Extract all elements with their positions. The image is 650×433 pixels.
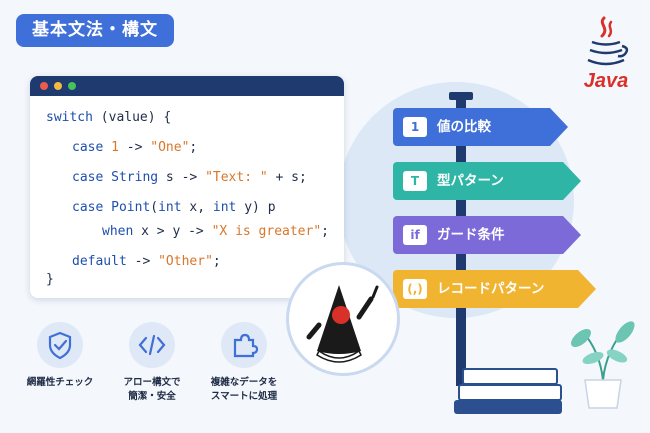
- code-token: ;: [189, 140, 198, 155]
- code-token: + s;: [267, 170, 307, 185]
- code-token: 1: [111, 140, 119, 155]
- sign-label: ガード条件: [437, 227, 505, 243]
- sign-tag: (,): [403, 279, 427, 299]
- book-top: [462, 368, 558, 385]
- code-token: [103, 140, 111, 155]
- coffee-cup-icon: [587, 16, 629, 66]
- code-token: x,: [181, 200, 213, 215]
- page-title: 基本文法・構文: [16, 14, 174, 47]
- code-token: default: [72, 254, 127, 269]
- signpost-sign: if ガード条件: [393, 216, 581, 254]
- sign-label: 型パターン: [437, 173, 504, 189]
- code-token: String: [111, 170, 159, 185]
- code-brackets-icon: [129, 322, 175, 368]
- code-line: }: [46, 272, 54, 287]
- code-line: when x > y -> "X is greater";: [102, 224, 329, 239]
- feature-label: アロー構文で簡潔・安全: [102, 376, 202, 404]
- book-middle: [458, 384, 562, 401]
- sign-label: レコードパターン: [437, 281, 545, 297]
- code-token: case: [72, 170, 104, 185]
- code-token: [103, 200, 111, 215]
- shield-check-icon: [37, 322, 83, 368]
- code-token: [103, 170, 111, 185]
- feature-label: 網羅性チェック: [10, 376, 110, 390]
- sign-label: 値の比較: [437, 119, 491, 135]
- sign-tag: 1: [403, 117, 427, 137]
- signpost-sign: T 型パターン: [393, 162, 581, 200]
- code-token: x > y ->: [133, 224, 212, 239]
- code-window-titlebar: [30, 76, 344, 96]
- book-bottom: [454, 400, 562, 414]
- code-token: ;: [321, 224, 329, 239]
- code-token: (value) {: [92, 110, 172, 125]
- signpost-cap: [449, 92, 473, 100]
- code-token: (: [150, 200, 159, 215]
- plant-decoration: [565, 302, 641, 412]
- code-token: ->: [126, 254, 159, 269]
- code-token: "One": [150, 140, 190, 155]
- feature-label-line2: 簡潔・安全: [128, 391, 176, 402]
- plant-icon: [571, 321, 635, 409]
- code-token: switch: [46, 110, 93, 125]
- code-token: case: [72, 200, 104, 215]
- code-line: case String s -> "Text: " + s;: [72, 170, 307, 185]
- signpost-sign: (,) レコードパターン: [393, 270, 596, 308]
- code-token: s ->: [158, 170, 206, 185]
- feature-label-line1: 網羅性チェック: [26, 377, 94, 388]
- feature-label-line2: スマートに処理: [210, 391, 278, 402]
- code-token: ->: [118, 140, 151, 155]
- feature-label: 複雑なデータをスマートに処理: [194, 376, 294, 404]
- code-line: case 1 -> "One";: [72, 140, 197, 155]
- code-token: int: [158, 200, 182, 215]
- sign-tag: T: [403, 171, 427, 191]
- signpost-sign: 1 値の比較: [393, 108, 568, 146]
- code-token: Point: [111, 200, 151, 215]
- code-token: case: [72, 140, 104, 155]
- maximize-dot-icon: [68, 82, 76, 90]
- code-window: switch (value) {case 1 -> "One";case Str…: [30, 76, 344, 298]
- code-token: int: [212, 200, 237, 215]
- duke-mascot-icon: [306, 285, 379, 363]
- code-line: case Point(int x, int y) p: [72, 200, 276, 215]
- code-line: default -> "Other";: [72, 254, 221, 269]
- minimize-dot-icon: [54, 82, 62, 90]
- sign-tag: if: [403, 225, 427, 245]
- code-line: switch (value) {: [46, 110, 171, 125]
- java-logo-text: Java: [583, 70, 629, 92]
- code-token: "Text: ": [205, 170, 268, 185]
- code-token: "Other": [158, 254, 213, 269]
- duke-mascot-circle: [286, 262, 400, 376]
- java-logo: Java: [578, 14, 634, 96]
- puzzle-icon: [221, 322, 267, 368]
- code-token: when: [102, 224, 134, 239]
- code-token: }: [46, 272, 54, 287]
- code-token: y) p: [236, 200, 276, 215]
- feature-label-line1: アロー構文で: [123, 377, 181, 388]
- code-token: ;: [212, 254, 221, 269]
- close-dot-icon: [40, 82, 48, 90]
- feature-label-line1: 複雑なデータを: [210, 377, 278, 388]
- code-token: "X is greater": [211, 224, 322, 239]
